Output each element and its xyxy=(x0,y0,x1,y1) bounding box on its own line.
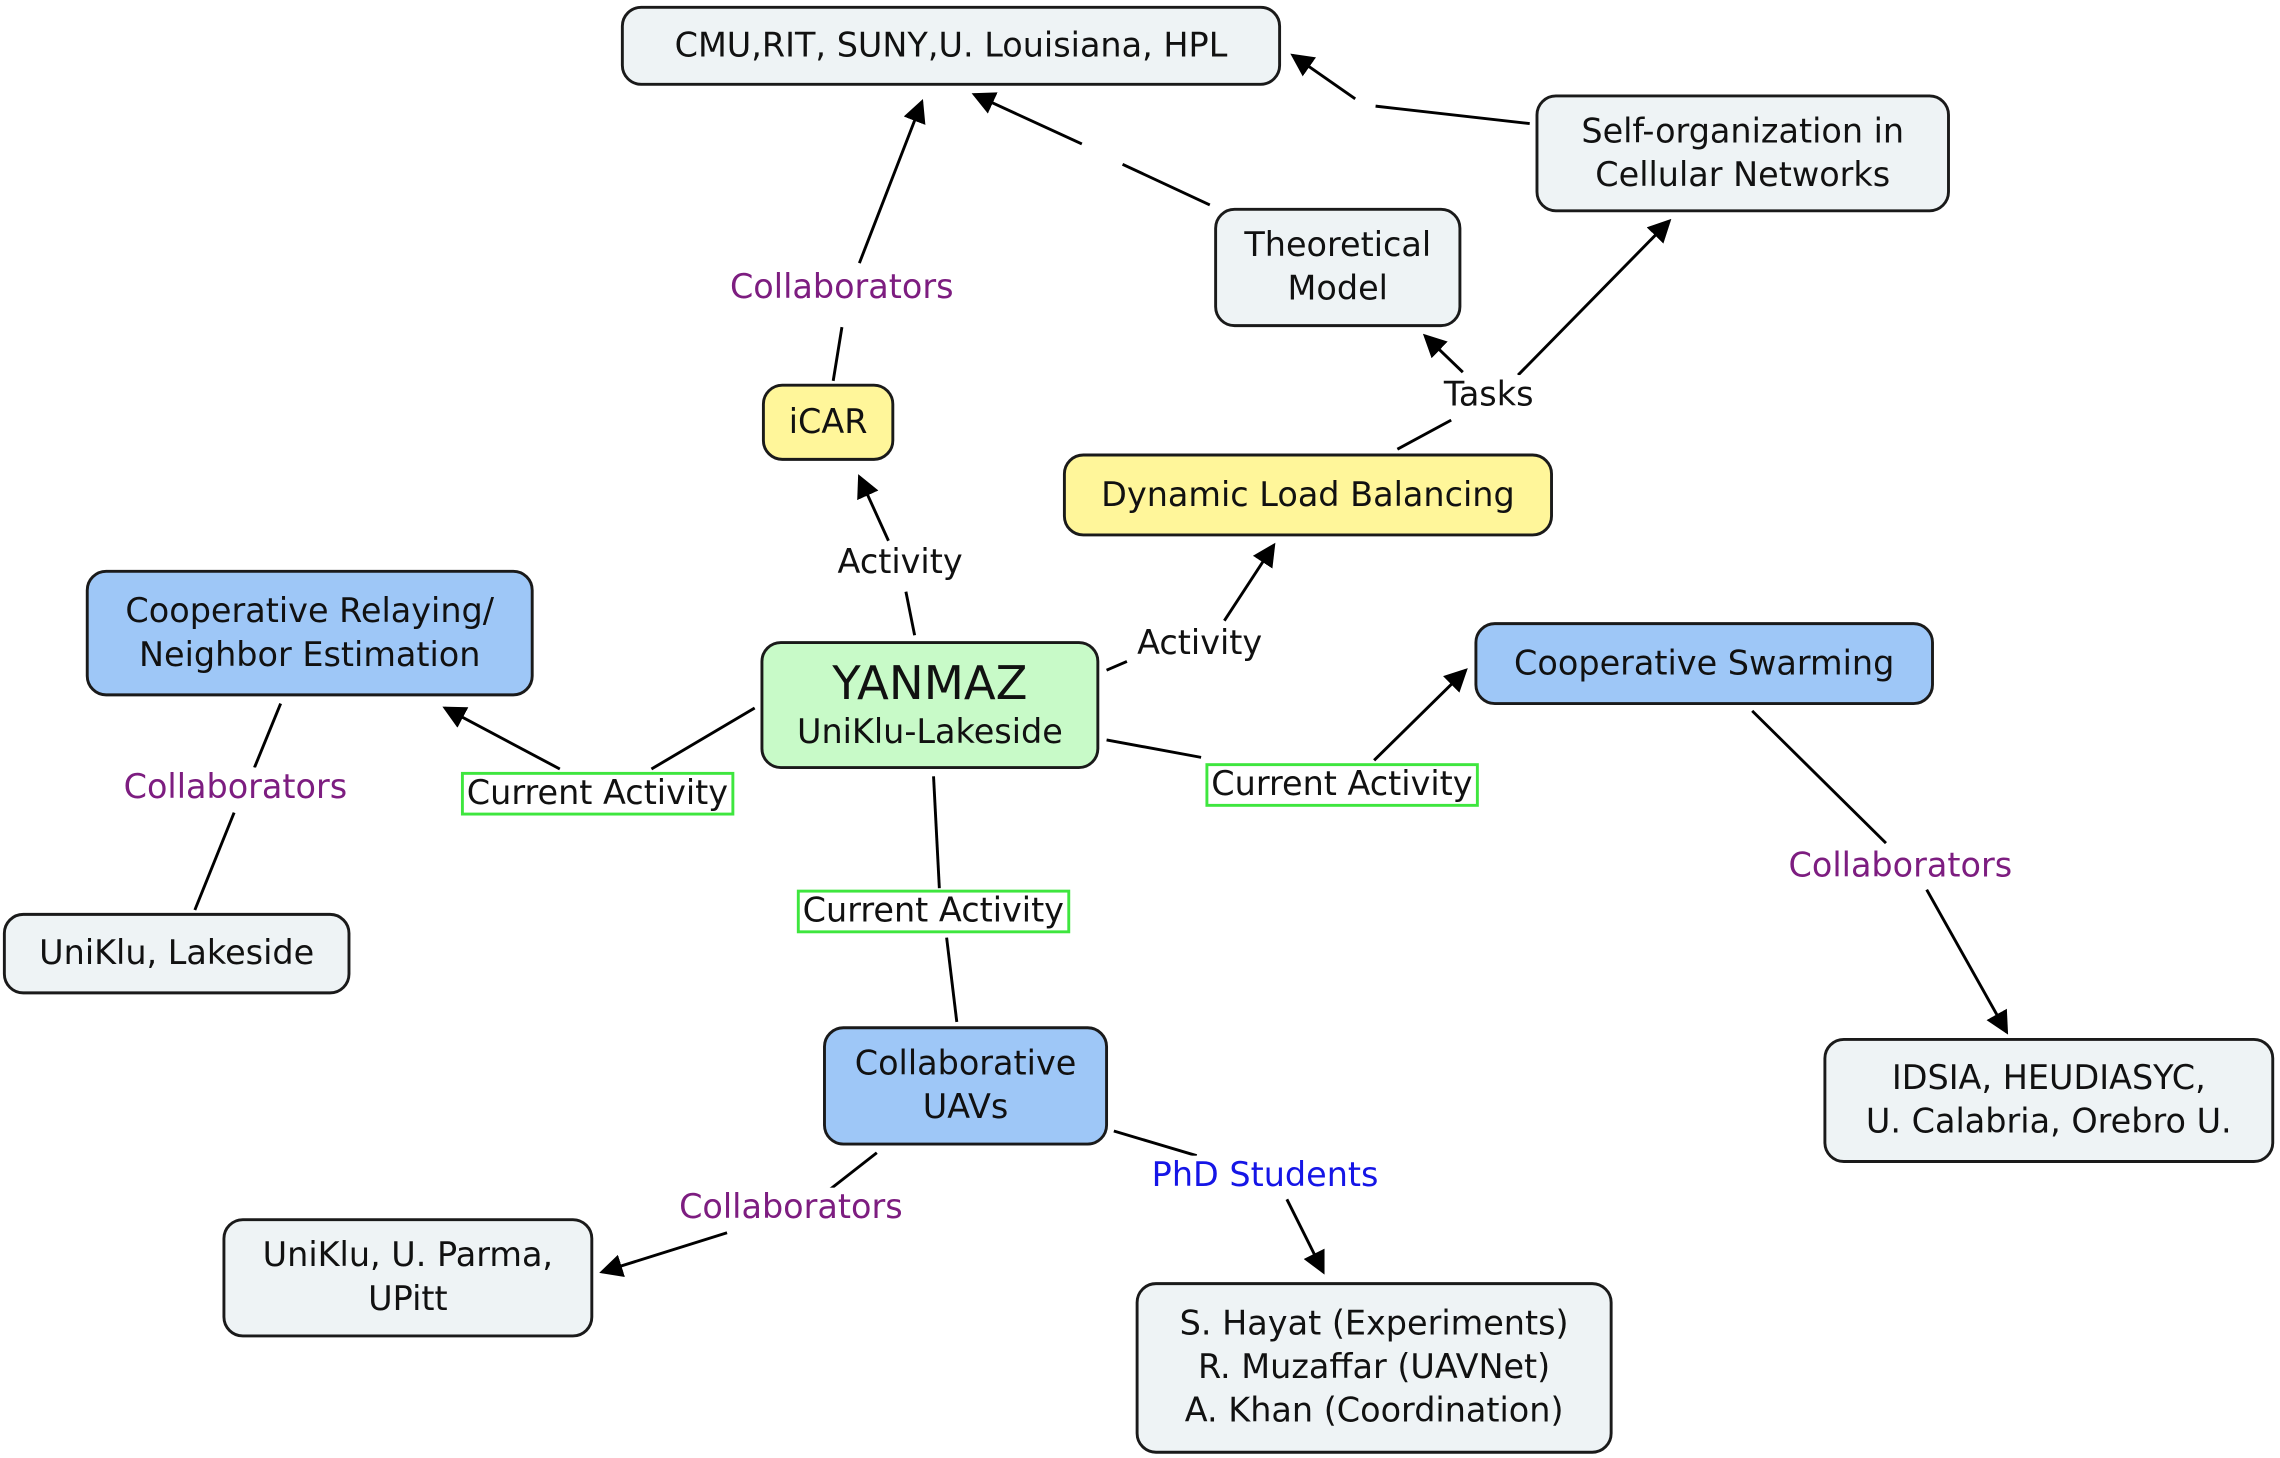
link-uavs-parma-b xyxy=(599,1231,728,1277)
phd-students-label: PhD Students xyxy=(1151,1155,1379,1197)
link-center-uavs-a xyxy=(932,776,941,889)
link-center-relaying-a xyxy=(650,706,756,771)
link-center-dlb-b xyxy=(1223,542,1276,622)
uniklu-lakeside-node[interactable]: UniKlu, Lakeside xyxy=(2,912,351,995)
relaying-line-1: Cooperative Relaying/ xyxy=(125,592,495,631)
partners-label: CMU,RIT, SUNY,U. Louisiana, HPL xyxy=(674,26,1228,65)
parma-node[interactable]: UniKlu, U. Parma, UPitt xyxy=(222,1218,594,1338)
link-dlb-tasks xyxy=(1396,418,1452,451)
link-theoretical-partners-a xyxy=(1121,162,1211,207)
theoretical-line-2: Model xyxy=(1287,270,1388,309)
link-tasks-selforg xyxy=(1517,218,1672,377)
phd-line-3: A. Khan (Coordination) xyxy=(1184,1392,1564,1431)
cooperative-swarming-node[interactable]: Cooperative Swarming xyxy=(1474,622,1934,706)
parma-line-2: UPitt xyxy=(368,1280,448,1319)
theoretical-model-node[interactable]: Theoretical Model xyxy=(1214,207,1462,328)
link-center-icar-a xyxy=(904,591,917,636)
selforg-line-2: Cellular Networks xyxy=(1595,156,1891,195)
collaborators-label-swarming: Collaborators xyxy=(1788,846,2013,887)
dlb-label: Dynamic Load Balancing xyxy=(1101,476,1515,514)
current-activity-label-uavs: Current Activity xyxy=(796,889,1070,934)
link-selforg-partners-b xyxy=(1290,53,1357,101)
uniklu-lakeside-label: UniKlu, Lakeside xyxy=(39,934,315,973)
link-center-relaying-b xyxy=(442,706,561,771)
link-icar-partners-a xyxy=(831,326,844,382)
collaborators-label-icar: Collaborators xyxy=(729,267,954,309)
link-relaying-collab-a xyxy=(253,703,282,769)
link-uavs-parma-a xyxy=(829,1151,878,1191)
activity-label-dlb: Activity xyxy=(1137,623,1263,665)
link-center-uavs-b xyxy=(945,937,959,1023)
icar-label: iCAR xyxy=(788,403,868,442)
link-center-icar-b xyxy=(857,474,890,542)
phd-line-2: R. Muzaffar (UAVNet) xyxy=(1197,1349,1551,1387)
cooperative-relaying-node[interactable]: Cooperative Relaying/ Neighbor Estimatio… xyxy=(85,569,534,697)
center-subtitle: UniKlu-Lakeside xyxy=(796,713,1063,752)
uavs-line-2: UAVs xyxy=(922,1088,1009,1127)
swarming-label: Cooperative Swarming xyxy=(1514,644,1895,683)
idsia-line-1: IDSIA, HEUDIASYC, xyxy=(1891,1059,2206,1098)
link-uavs-phd-a xyxy=(1113,1129,1198,1158)
icar-node[interactable]: iCAR xyxy=(761,383,895,461)
parma-line-1: UniKlu, U. Parma, xyxy=(262,1237,554,1275)
tasks-label: Tasks xyxy=(1443,375,1534,416)
link-theoretical-partners-b xyxy=(971,92,1083,146)
uavs-line-1: Collaborative xyxy=(854,1045,1077,1084)
collaborative-uavs-node[interactable]: Collaborative UAVs xyxy=(823,1026,1109,1146)
link-uavs-phd-b xyxy=(1285,1198,1325,1275)
current-activity-label-swarming: Current Activity xyxy=(1205,763,1479,807)
link-tasks-theoretical xyxy=(1422,333,1464,374)
theoretical-line-1: Theoretical xyxy=(1244,226,1432,265)
link-swarming-collab-b xyxy=(1925,888,2009,1035)
phd-students-node[interactable]: S. Hayat (Experiments) R. Muzaffar (UAVN… xyxy=(1135,1282,1613,1454)
collaborators-label-uavs: Collaborators xyxy=(679,1187,903,1229)
link-relaying-collab-b xyxy=(193,812,236,911)
link-selforg-partners-a xyxy=(1375,104,1530,126)
partners-node[interactable]: CMU,RIT, SUNY,U. Louisiana, HPL xyxy=(620,5,1282,86)
selforg-node[interactable]: Self-organization in Cellular Networks xyxy=(1535,94,1950,213)
phd-line-1: S. Hayat (Experiments) xyxy=(1179,1305,1569,1344)
idsia-node[interactable]: IDSIA, HEUDIASYC, U. Calabria, Orebro U. xyxy=(1823,1037,2275,1163)
link-center-swarming-a xyxy=(1106,738,1202,759)
idsia-line-2: U. Calabria, Orebro U. xyxy=(1865,1103,2232,1142)
collaborators-label-relaying: Collaborators xyxy=(123,767,348,809)
link-center-dlb-a xyxy=(1105,660,1128,672)
current-activity-label-relaying: Current Activity xyxy=(460,771,734,816)
selforg-line-1: Self-organization in xyxy=(1581,112,1905,151)
dynamic-load-balancing-node[interactable]: Dynamic Load Balancing xyxy=(1062,453,1553,537)
link-swarming-collab-a xyxy=(1751,709,1887,845)
link-icar-partners-b xyxy=(858,99,926,264)
relaying-line-2: Neighbor Estimation xyxy=(138,635,481,674)
center-title: YANMAZ xyxy=(832,655,1028,711)
activity-label-icar: Activity xyxy=(837,542,963,583)
yanmaz-center-node[interactable]: YANMAZ UniKlu-Lakeside xyxy=(760,641,1100,770)
link-center-swarming-b xyxy=(1373,668,1468,762)
